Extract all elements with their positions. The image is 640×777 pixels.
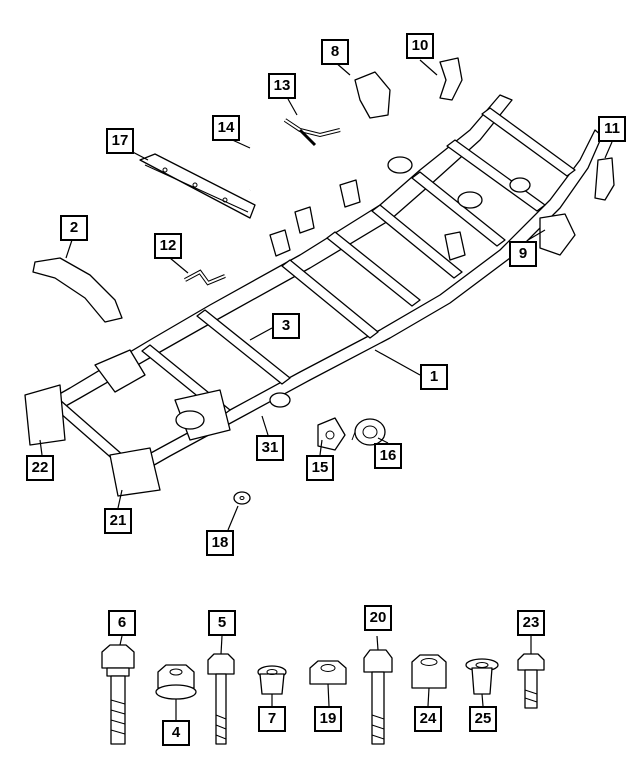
part-8-mount (354, 71, 391, 119)
part-12-rod (184, 269, 226, 286)
part-25-nut (465, 658, 499, 695)
part-5-bolt (207, 653, 235, 745)
part-4-nut (155, 664, 197, 700)
callout-25: 25 (469, 706, 497, 732)
part-13-brace (283, 118, 341, 147)
callout-15: 15 (306, 455, 334, 481)
callout-16: 16 (374, 443, 402, 469)
part-2-bracket (32, 257, 123, 323)
callout-7: 7 (258, 706, 286, 732)
callout-17: 17 (106, 128, 134, 154)
part-6-bolt (101, 644, 135, 745)
part-18-washer (233, 491, 251, 505)
callout-20: 20 (364, 605, 392, 631)
callout-8: 8 (321, 39, 349, 65)
callout-12: 12 (154, 233, 182, 259)
callout-21: 21 (104, 508, 132, 534)
callout-18: 18 (206, 530, 234, 556)
frame-assembly (24, 94, 603, 497)
part-9-bracket (539, 213, 576, 256)
part-17-plate (139, 153, 256, 219)
part-11-hanger (594, 157, 615, 201)
part-19-nut (309, 660, 347, 685)
callout-3: 3 (272, 313, 300, 339)
callout-1: 1 (420, 364, 448, 390)
part-10-hanger (439, 57, 463, 101)
part-23-bolt (517, 653, 545, 709)
leader-lines (39, 59, 613, 720)
callout-11: 11 (598, 116, 626, 142)
part-16-bushing (351, 418, 386, 446)
callout-4: 4 (162, 720, 190, 746)
callout-24: 24 (414, 706, 442, 732)
callout-31: 31 (256, 435, 284, 461)
callout-9: 9 (509, 241, 537, 267)
callout-13: 13 (268, 73, 296, 99)
callout-6: 6 (108, 610, 136, 636)
callout-5: 5 (208, 610, 236, 636)
callout-19: 19 (314, 706, 342, 732)
callout-14: 14 (212, 115, 240, 141)
part-7-nut (257, 665, 287, 695)
part-24-nut (411, 654, 447, 689)
part-15-bracket (317, 417, 346, 451)
callout-22: 22 (26, 455, 54, 481)
part-20-bolt (363, 649, 393, 745)
callout-23: 23 (517, 610, 545, 636)
callout-2: 2 (60, 215, 88, 241)
callout-10: 10 (406, 33, 434, 59)
